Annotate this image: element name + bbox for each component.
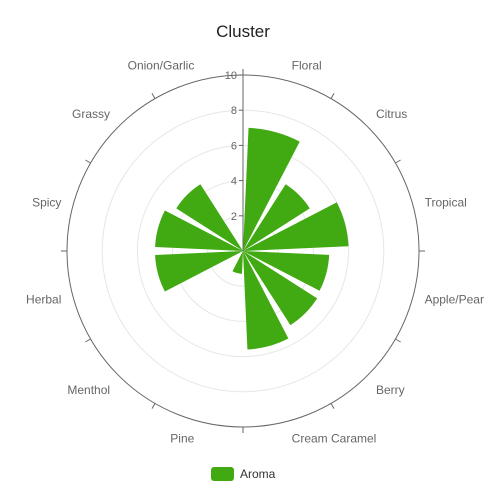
category-label-apple-pear: Apple/Pear [425, 293, 484, 307]
category-label-menthol: Menthol [67, 383, 110, 397]
radius-tick-label-6: 6 [231, 140, 237, 152]
bar-tropical [243, 202, 349, 251]
category-label-berry: Berry [376, 383, 405, 397]
category-label-cream-caramel: Cream Caramel [292, 432, 377, 446]
axes: 2 4 6 8 10 [61, 69, 425, 433]
radius-tick-label-8: 8 [231, 105, 237, 117]
bar-floral [243, 127, 300, 251]
bar-spicy [155, 210, 243, 251]
category-label-floral: Floral [292, 58, 322, 72]
category-label-pine: Pine [170, 432, 194, 446]
bars [155, 127, 349, 350]
outer-tick-5 [330, 403, 335, 409]
outer-tick-2 [395, 159, 401, 164]
legend[interactable]: Aroma [211, 467, 276, 481]
category-label-onion-garlic: Onion/Garlic [128, 58, 195, 72]
outer-tick-11 [151, 93, 156, 99]
category-label-citrus: Citrus [376, 107, 407, 121]
outer-tick-8 [85, 338, 91, 343]
radius-tick-label-2: 2 [231, 211, 237, 223]
bar-pine [232, 251, 243, 274]
bar-herbal [155, 251, 243, 292]
bar-cream-caramel [243, 251, 289, 350]
outer-tick-4 [395, 338, 401, 343]
outer-tick-10 [85, 159, 91, 164]
bar-citrus [243, 184, 310, 251]
bar-grassy [176, 184, 243, 251]
outer-tick-1 [330, 93, 335, 99]
legend-label-aroma: Aroma [240, 467, 276, 481]
legend-swatch-aroma [211, 467, 234, 481]
bar-apple-pear [243, 251, 330, 291]
category-label-tropical: Tropical [425, 195, 467, 209]
category-label-spicy: Spicy [32, 195, 61, 209]
outer-tick-7 [151, 403, 156, 409]
category-label-herbal: Herbal [26, 293, 61, 307]
category-label-grassy: Grassy [72, 107, 110, 121]
radius-tick-label-10: 10 [225, 70, 237, 82]
category-labels: FloralCitrusTropicalApple/PearBerryCream… [26, 58, 484, 445]
chart-title: Cluster [216, 22, 270, 41]
bar-berry [243, 251, 318, 326]
radius-tick-label-4: 4 [231, 176, 237, 188]
